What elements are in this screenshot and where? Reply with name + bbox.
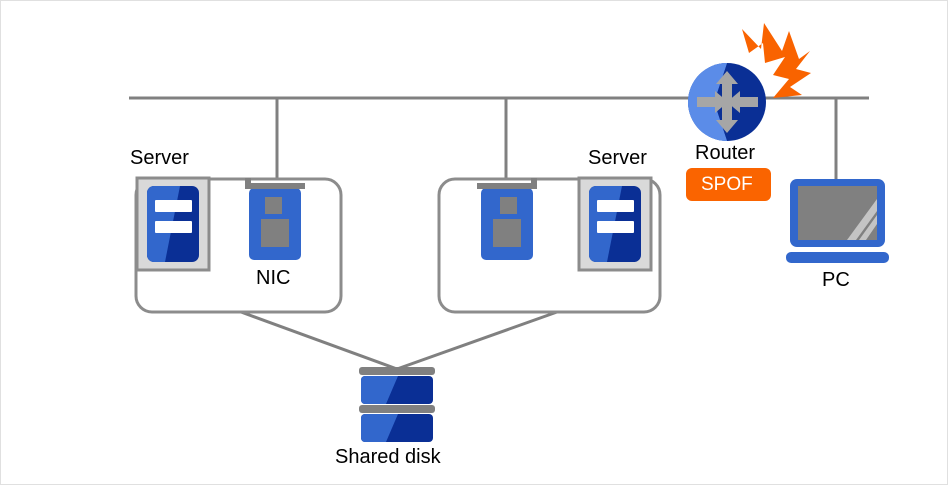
server-right-tower-icon (589, 186, 641, 262)
server-left-tower-icon (147, 186, 199, 262)
link-server-right-to-disk (396, 310, 558, 371)
shared-disk-icon[interactable] (359, 367, 435, 442)
link-server-left-to-disk (240, 310, 398, 371)
router-icon[interactable] (688, 63, 766, 141)
router-label: Router (695, 142, 756, 164)
pc-label: PC (822, 269, 850, 291)
lightning-burst-icon (742, 23, 811, 98)
shared-disk-label: Shared disk (335, 446, 441, 468)
pc-icon[interactable] (786, 179, 889, 263)
spof-badge-label: SPOF (701, 174, 753, 195)
server-right-label: Server (588, 147, 647, 169)
spof-badge[interactable] (686, 168, 771, 201)
nic-label: NIC (256, 267, 291, 289)
server-left-label: Server (130, 147, 189, 169)
server-right-nic-icon (477, 178, 537, 260)
server-left-nic-icon (245, 178, 305, 260)
